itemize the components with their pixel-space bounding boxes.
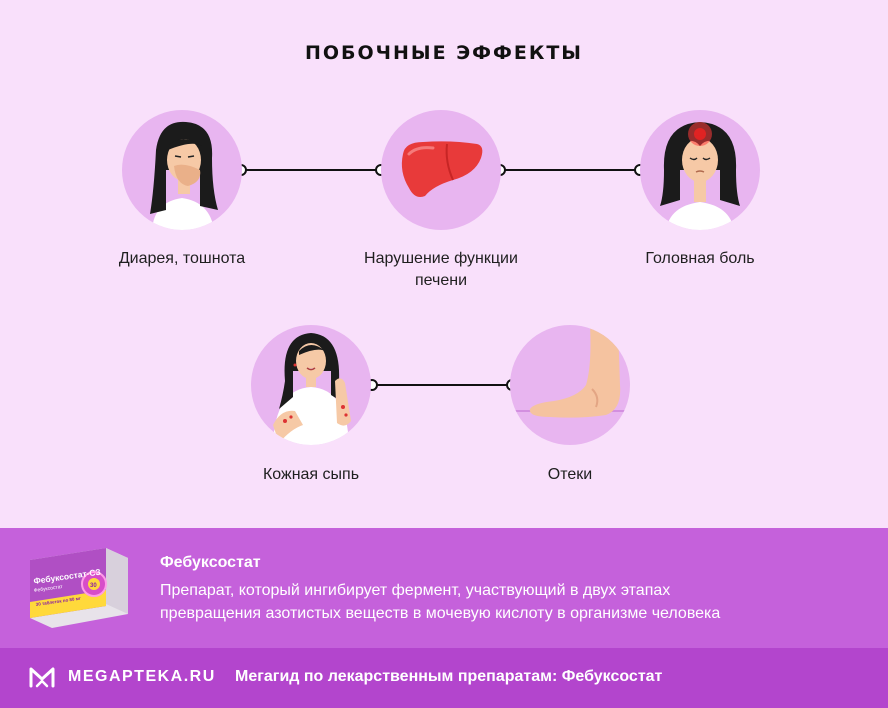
edema-illustration — [510, 325, 630, 445]
rash-illustration — [251, 325, 371, 445]
drug-name: Фебуксостат — [160, 554, 261, 571]
connector-2-3 — [494, 164, 646, 176]
connector-4-5 — [366, 379, 518, 391]
page-title: ПОБОЧНЫЕ ЭФФЕКТЫ — [304, 42, 583, 64]
headache-illustration — [640, 110, 760, 230]
drug-box-count: 30 — [90, 583, 97, 589]
label-liver-line2: печени — [414, 272, 468, 289]
megapteka-logo-text[interactable]: MEGAPTEKA.RU — [68, 668, 216, 685]
drug-info-bar — [0, 528, 888, 648]
label-edema: Отеки — [547, 466, 593, 483]
connector-1-2 — [235, 164, 387, 176]
drug-box-sub: Фебуксостат — [33, 584, 63, 594]
footer-bar — [0, 648, 888, 708]
footer-caption: Мегагид по лекарственным препаратам: Феб… — [235, 668, 663, 685]
megapteka-logo-icon[interactable] — [28, 664, 56, 690]
nausea-illustration — [122, 110, 242, 230]
label-headache: Головная боль — [645, 250, 755, 267]
drug-description: Препарат, который ингибирует фермент, уч… — [160, 579, 860, 625]
label-rash: Кожная сыпь — [262, 466, 360, 483]
liver-illustration — [381, 110, 501, 230]
label-liver: Нарушение функции печени — [331, 248, 551, 292]
label-liver-line1: Нарушение функции — [364, 250, 518, 267]
drug-box-image: Фебуксостат-СЗ Фебуксостат 30 таблеток п… — [24, 544, 136, 630]
label-nausea: Диарея, тошнота — [118, 250, 246, 267]
drug-description-line2: превращения азотистых веществ в мочевую … — [160, 605, 721, 622]
drug-description-line1: Препарат, который ингибирует фермент, уч… — [160, 582, 671, 599]
